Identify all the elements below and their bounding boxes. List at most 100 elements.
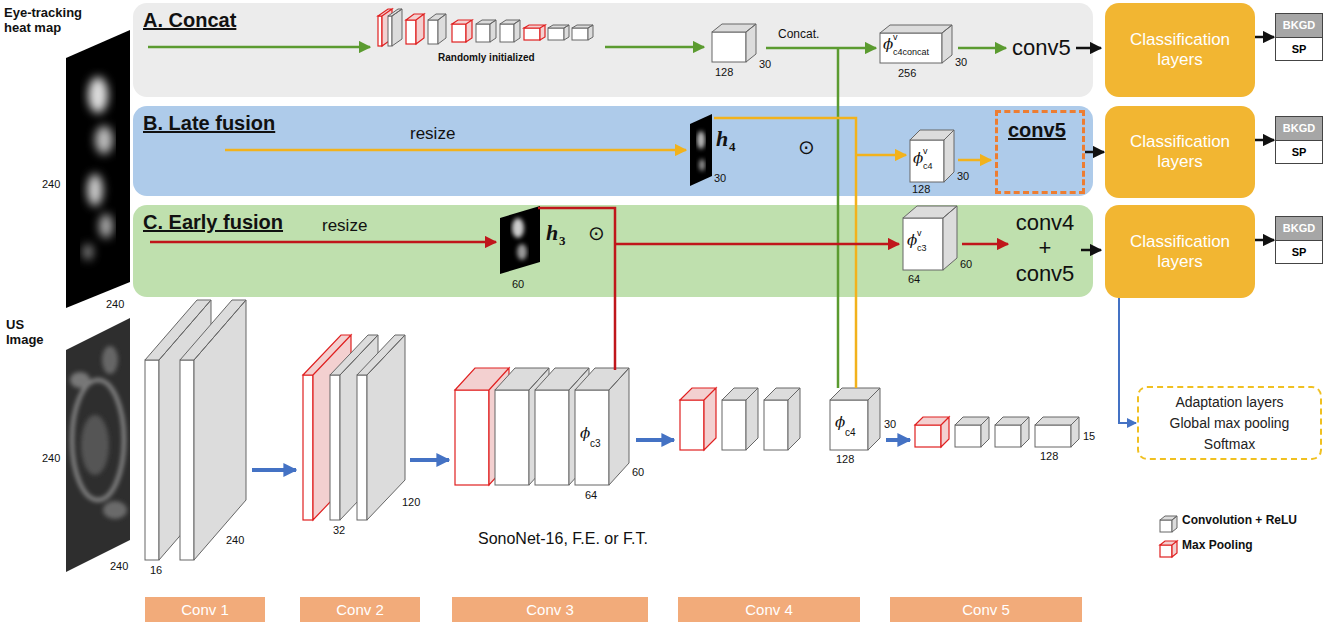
dimension-label: 30 (884, 418, 896, 431)
sononet-layers (830, 388, 880, 450)
sononet-layers (180, 300, 246, 560)
flow-arrows (150, 241, 496, 244)
legend-text: Convolution + ReLU (1182, 514, 1297, 528)
attention-map-h4 (690, 114, 712, 186)
feature-cubes (712, 32, 746, 62)
dimension-label: 30 (955, 56, 967, 69)
stage-bar: Conv 4 (678, 597, 860, 622)
network-thumbnail (428, 14, 446, 44)
sononet-layers (764, 388, 800, 450)
band-backgrounds (133, 3, 1093, 297)
legend-icons (1160, 516, 1177, 557)
ultrasound-image (66, 318, 130, 572)
attention-map-h4 (697, 131, 705, 171)
map-symbol: h (716, 126, 728, 151)
flow-arrows (605, 46, 704, 49)
flow-arrows (636, 438, 674, 442)
feature-cubes (880, 25, 952, 63)
network-thumbnail (548, 28, 564, 40)
band-title: B. Late fusion (143, 112, 275, 135)
heat-map-image (87, 174, 103, 206)
band-background (133, 205, 1093, 297)
fusion-band: C. Early fusion (133, 205, 1093, 297)
network-thumbnail (548, 25, 569, 40)
network-thumbnail (476, 20, 496, 42)
operation-label: resize (322, 216, 367, 236)
dimension-label: 120 (402, 496, 420, 509)
flow-arrows (766, 47, 876, 50)
sononet-layers (535, 390, 569, 485)
ultrasound-image (102, 346, 118, 374)
feature-symbol: ϕ (907, 232, 917, 249)
dimension-label: 240 (42, 452, 60, 465)
sononet-layers (575, 390, 609, 485)
symbol-index: c3 (590, 438, 601, 450)
dimension-label: 240 (226, 534, 244, 547)
network-thumbnail (500, 24, 514, 42)
sononet-layers (764, 400, 788, 450)
network-thumbnail (524, 28, 540, 40)
network-thumbnail (500, 20, 520, 42)
operation-label: resize (410, 124, 455, 144)
layer-box: conv5 (995, 110, 1085, 194)
heat-map-image (66, 30, 130, 308)
feature-symbol: ϕ (835, 414, 845, 431)
ultrasound-image (70, 346, 127, 519)
network-thumbnail (388, 9, 402, 46)
network-label: SonoNet-16, F.E. or F.T. (478, 530, 648, 548)
network-thumbnail (572, 25, 593, 40)
dimension-label: 128 (715, 66, 733, 79)
symbol-index: c4concat (893, 47, 929, 57)
heat-map-image (83, 77, 113, 260)
dimension-label: 15 (1083, 430, 1095, 443)
box-text: Classification layers (1111, 30, 1249, 70)
symbol-index: 3 (559, 234, 566, 249)
band-background (133, 3, 1093, 97)
box-text: BKGD (1276, 217, 1322, 240)
band-title: C. Early fusion (143, 211, 283, 234)
box-text: conv5 (1008, 119, 1066, 142)
flow-arrows (958, 47, 1006, 50)
product-symbol: ⊙ (798, 136, 815, 159)
legend-icons (1160, 545, 1172, 557)
dimension-label: 240 (42, 178, 60, 191)
network-thumbnail (406, 20, 416, 44)
dimension-label: 60 (632, 466, 644, 479)
dimension-label: 60 (960, 258, 972, 271)
sononet-layers (180, 360, 194, 560)
layer-label: conv4 + conv5 (1012, 210, 1078, 286)
flow-arrows (615, 243, 899, 246)
feature-cubes (910, 130, 954, 182)
box-text: SP (1276, 37, 1322, 61)
layer-label: conv5 (1012, 35, 1071, 60)
legend-icons (1160, 541, 1177, 557)
classifier-box: Classification layers (1105, 106, 1255, 198)
flow-arrows (410, 458, 449, 462)
box-text: Classification layers (1111, 232, 1249, 272)
classifier-box: Classification layers (1105, 205, 1255, 298)
sononet-layers (722, 400, 746, 450)
classifier-box: Classification layers (1105, 3, 1255, 97)
band-title: A. Concat (143, 9, 236, 32)
box-text: Global max pooling (1170, 415, 1290, 431)
flow-arrows (1081, 249, 1101, 252)
box-text: Conv 5 (962, 601, 1010, 618)
detail-box: Adaptation layersGlobal max poolingSoftm… (1137, 386, 1322, 460)
dimension-label: 32 (333, 524, 345, 537)
ultrasound-image (66, 318, 130, 572)
fusion-band: A. Concat (133, 3, 1093, 97)
sononet-layers (145, 300, 1079, 560)
flow-arrows (252, 468, 296, 472)
symbol-index: 4 (729, 140, 736, 155)
connector-arrow (1255, 239, 1274, 242)
ultrasound-image (72, 380, 124, 500)
heat-map-image (88, 77, 108, 113)
flow-arrows (714, 118, 856, 388)
dimension-label: 60 (512, 278, 524, 291)
feature-symbol: ϕ (913, 150, 923, 167)
sononet-layers (455, 390, 489, 485)
sononet-layers (145, 360, 159, 560)
dimension-label: 16 (150, 564, 162, 577)
stage-bar: Conv 3 (452, 597, 648, 622)
sononet-layers (330, 375, 340, 520)
